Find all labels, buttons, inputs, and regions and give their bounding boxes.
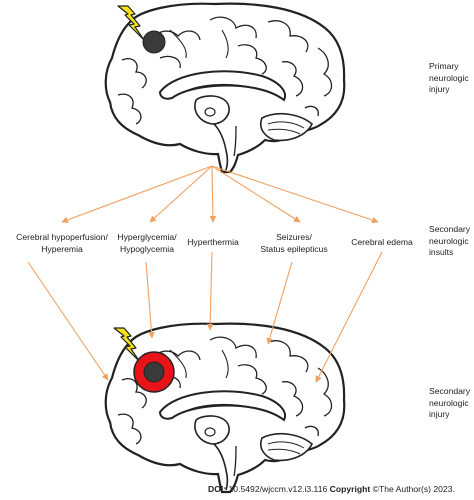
stage-label-secondary-injury: Secondary neurologic injury xyxy=(429,386,470,421)
insult-line: Status epilepticus xyxy=(260,243,328,254)
fan-arrows xyxy=(61,165,379,224)
brain-bottom xyxy=(104,322,346,494)
stage-line: Secondary xyxy=(429,386,471,396)
stage-line: injury xyxy=(429,409,450,420)
insult-label-hyperthermia: Hyperthermia xyxy=(180,237,246,249)
insult-line: Hyperemia xyxy=(41,243,83,254)
stage-line: neurologic xyxy=(429,72,469,83)
insult-label-edema: Cerebral edema xyxy=(342,237,422,249)
copyright-value: ©The Author(s) 2023. xyxy=(372,484,455,494)
doi-label: DOI: xyxy=(208,484,227,494)
insult-line: Hyperglycemia/ xyxy=(117,232,177,242)
stage-line: insults xyxy=(429,247,454,258)
stage-line: Secondary xyxy=(429,224,471,234)
insult-line: Cerebral hypoperfusion/ xyxy=(16,232,108,242)
stage-line: Primary xyxy=(429,61,459,71)
insult-line: Hyperthermia xyxy=(187,237,239,247)
stage-line: neurologic xyxy=(429,397,469,408)
insult-label-glycemia: Hyperglycemia/ Hypoglycemia xyxy=(105,232,189,255)
footer-citation: DOI: 10.5492/wjccm.v12.i3.116 Copyright … xyxy=(208,484,455,494)
insult-line: Seizures/ xyxy=(276,232,312,242)
insult-label-hypoperfusion: Cerebral hypoperfusion/ Hyperemia xyxy=(0,232,124,255)
primary-lesion xyxy=(142,30,166,54)
stage-line: injury xyxy=(429,84,450,95)
primary-lesion xyxy=(143,361,165,383)
insult-line: Hypoglycemia xyxy=(120,243,174,254)
stage-label-primary: Primary neurologic injury xyxy=(429,61,469,96)
brain-top xyxy=(104,2,346,174)
insult-line: Cerebral edema xyxy=(351,237,413,247)
converge-arrows xyxy=(27,251,383,383)
insult-label-seizures: Seizures/ Status epilepticus xyxy=(252,232,336,255)
stage-label-secondary-insults: Secondary neurologic insults xyxy=(429,224,470,259)
doi-value: 10.5492/wjccm.v12.i3.116 xyxy=(228,484,328,494)
copyright-label: Copyright xyxy=(329,484,371,494)
stage-line: neurologic xyxy=(429,235,469,246)
